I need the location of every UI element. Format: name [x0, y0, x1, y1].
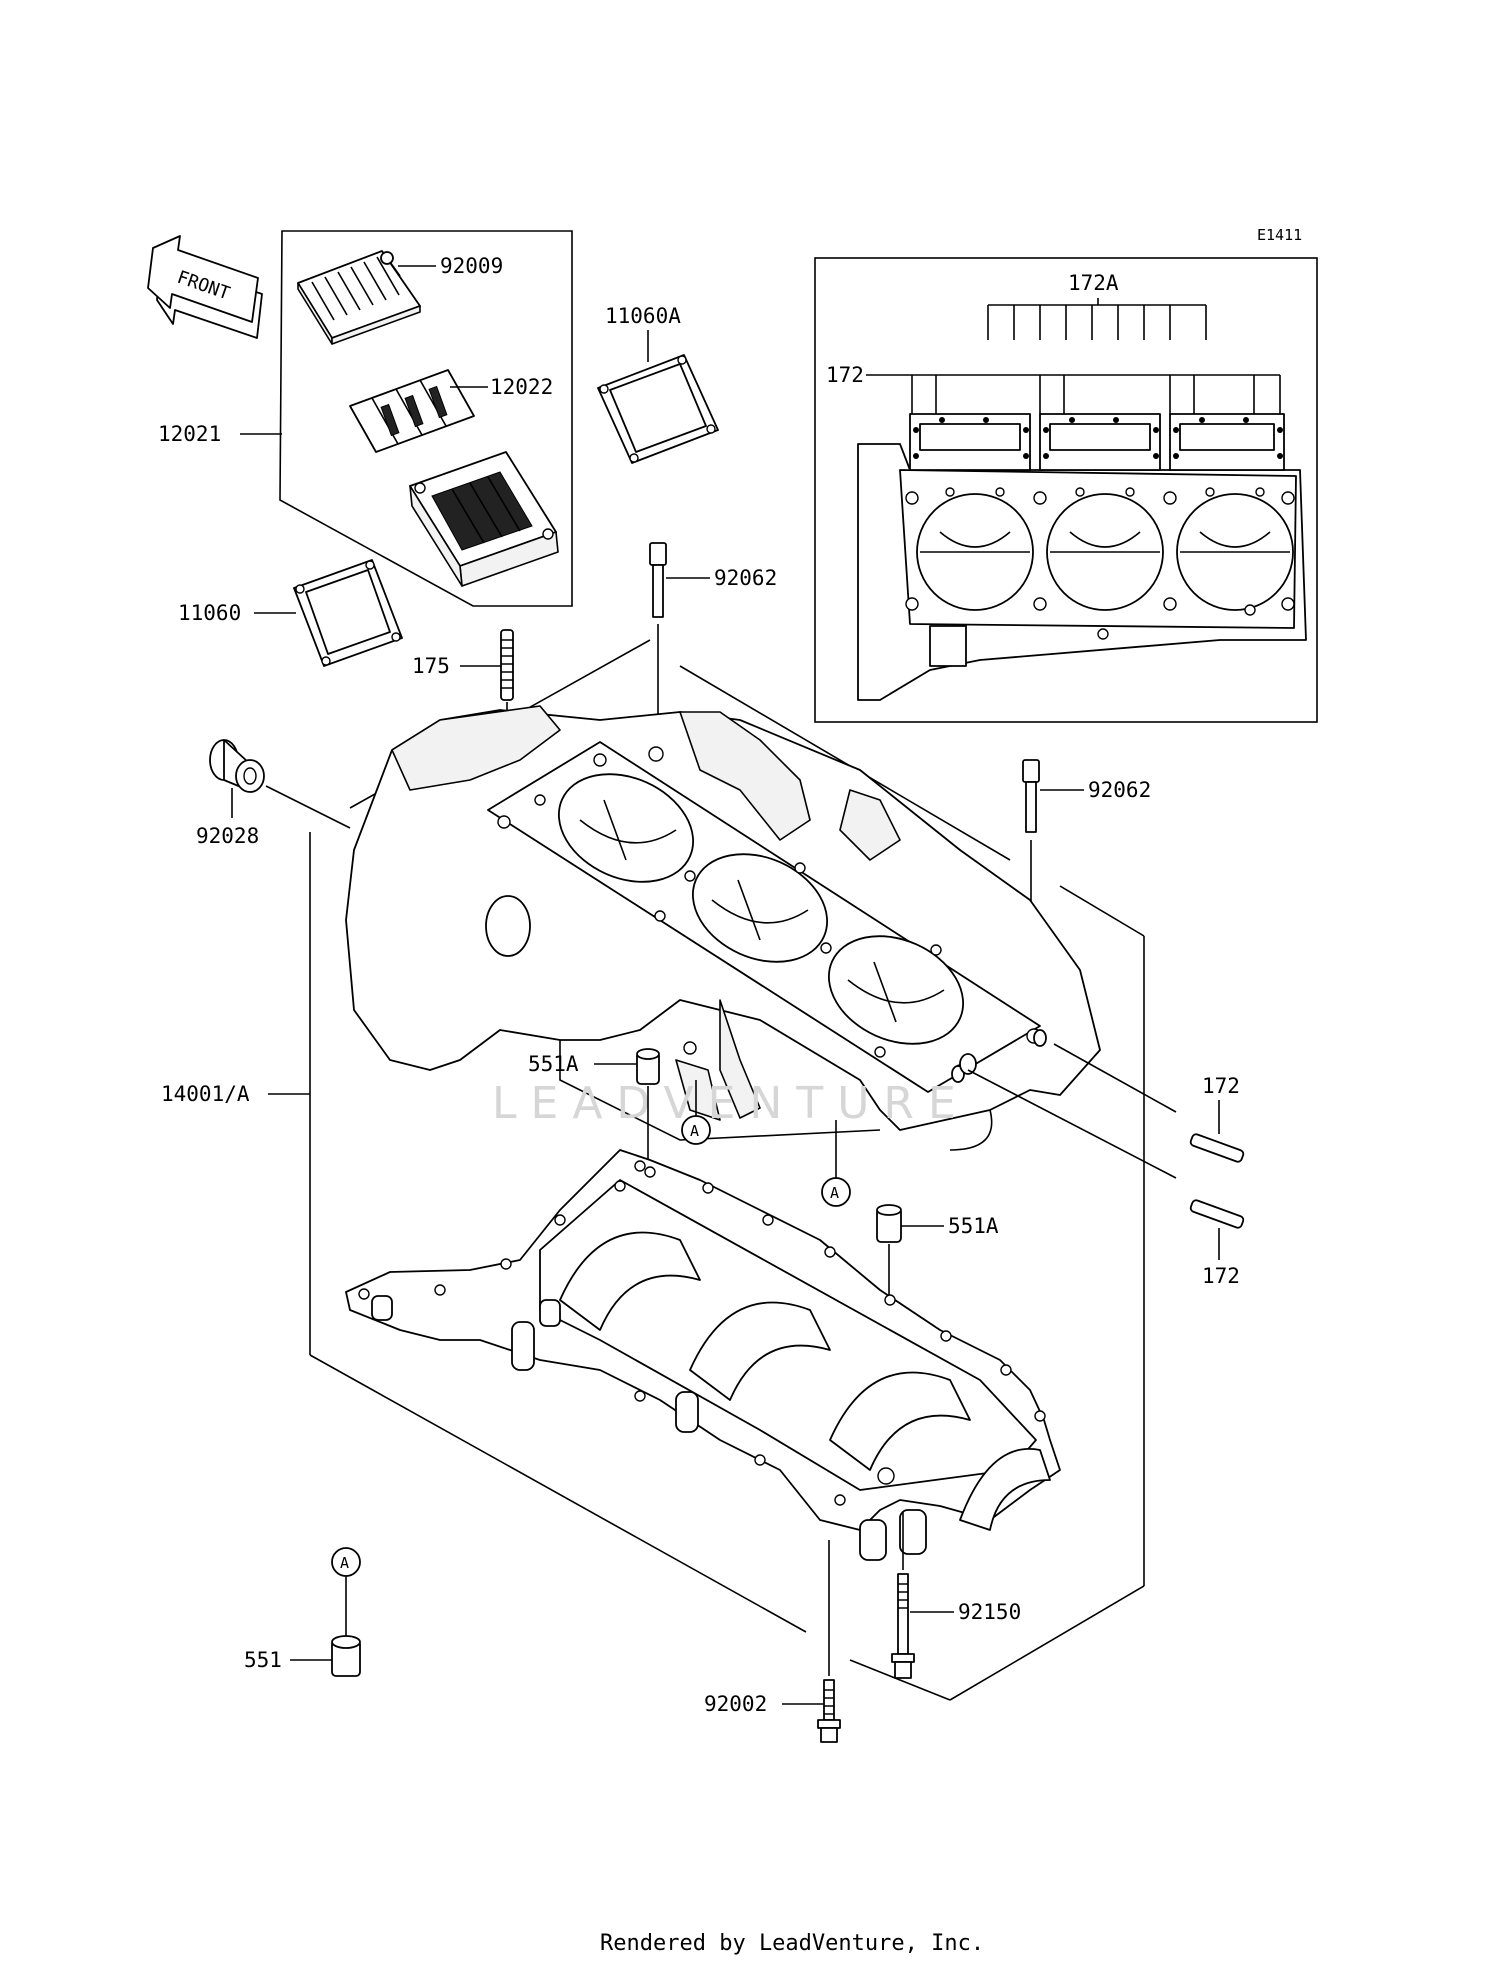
- stud-172-lower: [1189, 1199, 1245, 1229]
- plug-92028: [209, 739, 265, 793]
- svg-text:A: A: [830, 1184, 839, 1202]
- label-551A-right: 551A: [948, 1214, 999, 1238]
- ref-circle-a1: A: [681, 1115, 711, 1145]
- label-11060A: 11060A: [605, 304, 681, 328]
- label-92028: 92028: [196, 824, 259, 848]
- upper-crankcase: [345, 705, 1101, 1151]
- reed-valve-group-box: [279, 230, 573, 607]
- label-551: 551: [244, 1648, 282, 1672]
- label-12021: 12021: [158, 422, 221, 446]
- label-12022: 12022: [490, 375, 553, 399]
- label-92062-mid: 92062: [1088, 778, 1151, 802]
- front-arrow-icon: FRONT: [147, 235, 263, 339]
- dowel-551A-right: [876, 1204, 902, 1243]
- gasket-11060: [293, 559, 403, 667]
- lower-crankcase: [345, 1149, 1061, 1561]
- label-551A-left: 551A: [528, 1052, 579, 1076]
- reed-valve-stopper: [297, 250, 421, 345]
- svg-text:A: A: [340, 1554, 349, 1572]
- label-92009: 92009: [440, 254, 503, 278]
- inset-crankcase-view: [857, 413, 1307, 701]
- bolt-92002: [817, 1679, 841, 1743]
- ref-circle-a3: A: [331, 1547, 361, 1577]
- bolt-92062-top: [649, 542, 667, 618]
- dowel-551A-left: [636, 1048, 660, 1085]
- label-92150: 92150: [958, 1600, 1021, 1624]
- watermark: LEADVENTURE: [492, 1078, 970, 1129]
- label-175: 175: [412, 654, 450, 678]
- label-92062-top: 92062: [714, 566, 777, 590]
- reed-valve-block: [409, 451, 559, 587]
- screw-92009: [380, 251, 401, 277]
- ref-circle-a2: A: [821, 1177, 851, 1207]
- gasket-11060A: [597, 354, 719, 464]
- stud-172-lower-guide: [967, 1069, 1177, 1179]
- label-14001A: 14001/A: [161, 1082, 250, 1106]
- diagram-code: E1411: [1257, 226, 1302, 244]
- stud-172-upper: [1189, 1133, 1245, 1163]
- label-172-upper: 172: [1202, 1074, 1240, 1098]
- leader-172-inset: [866, 374, 1281, 414]
- label-172A: 172A: [1068, 271, 1119, 295]
- svg-text:A: A: [690, 1122, 699, 1140]
- bolt-92062-mid: [1022, 759, 1040, 833]
- stud-175: [500, 629, 514, 701]
- plug-92028-guide: [265, 785, 351, 829]
- bolt-92150: [891, 1573, 915, 1679]
- reed-petals: [349, 369, 475, 453]
- dowel-551: [331, 1635, 361, 1677]
- inset-box: [814, 257, 1318, 723]
- footer-credit: Rendered by LeadVenture, Inc.: [600, 1931, 984, 1956]
- label-172-inset: 172: [826, 363, 864, 387]
- stud-172-upper-guide: [1053, 1043, 1177, 1113]
- label-172-lower: 172: [1202, 1264, 1240, 1288]
- leader-172A-bracket: [987, 298, 1207, 340]
- label-11060: 11060: [178, 601, 241, 625]
- label-92002: 92002: [704, 1692, 767, 1716]
